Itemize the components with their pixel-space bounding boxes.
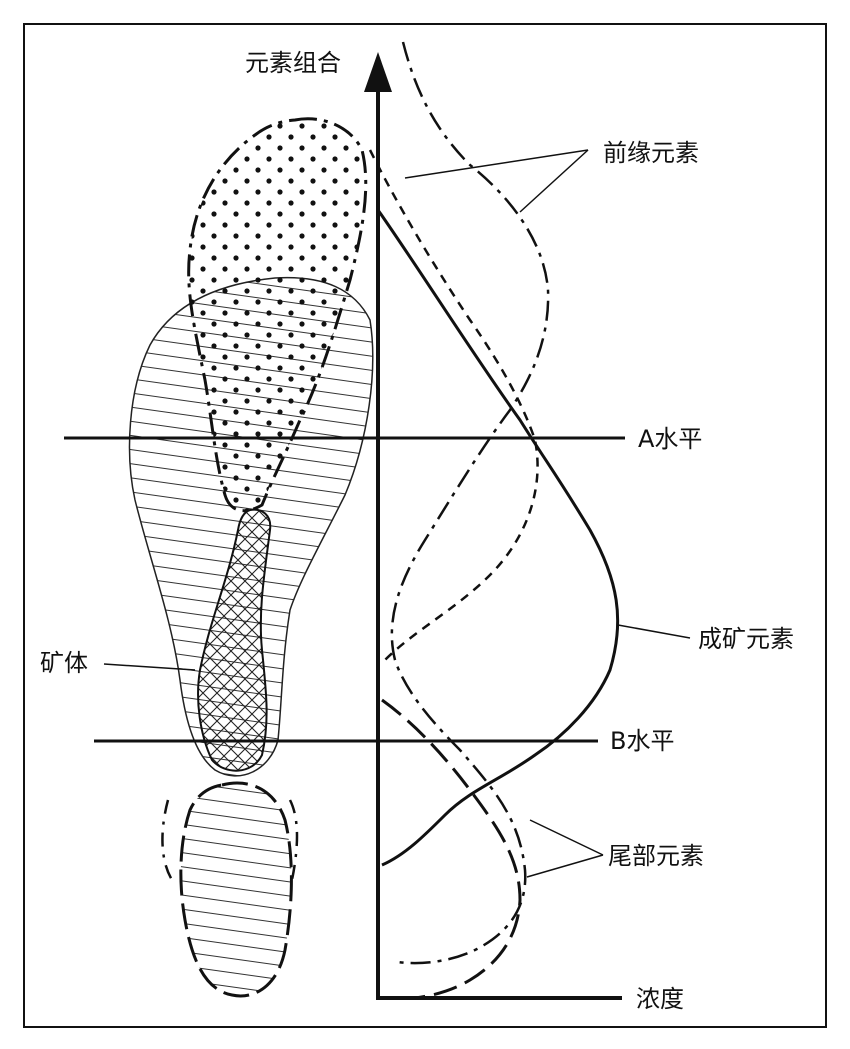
ore-body-label: 矿体 <box>40 649 88 677</box>
level-b-label: B水平 <box>610 727 674 755</box>
tail-leader-2 <box>526 854 604 878</box>
front-leader-2 <box>519 149 589 213</box>
tail-elements-label: 尾部元素 <box>608 842 704 870</box>
front-element-zone <box>187 117 368 513</box>
tail-leader-1 <box>529 819 604 856</box>
y-axis-label: 元素组合 <box>245 49 341 77</box>
tail-zone <box>179 781 293 998</box>
ore-elements-label: 成矿元素 <box>698 625 794 653</box>
ore-element-curve <box>376 209 620 867</box>
tail-zone-outer-dashdot <box>161 799 299 881</box>
front-element-curve-dashdot <box>390 41 550 965</box>
figure-border <box>23 23 827 1028</box>
ore-element-leader <box>617 624 691 639</box>
x-axis-label: 浓度 <box>636 985 684 1013</box>
front-elements-label: 前缘元素 <box>603 139 699 167</box>
tail-element-curve <box>381 698 522 1000</box>
ore-body-leader <box>103 663 196 671</box>
front-leader-1 <box>404 149 589 179</box>
ore-body <box>197 508 272 772</box>
front-element-curve-dashed <box>368 149 539 661</box>
y-axis-arrow <box>364 52 392 92</box>
level-a-label: A水平 <box>638 425 702 453</box>
